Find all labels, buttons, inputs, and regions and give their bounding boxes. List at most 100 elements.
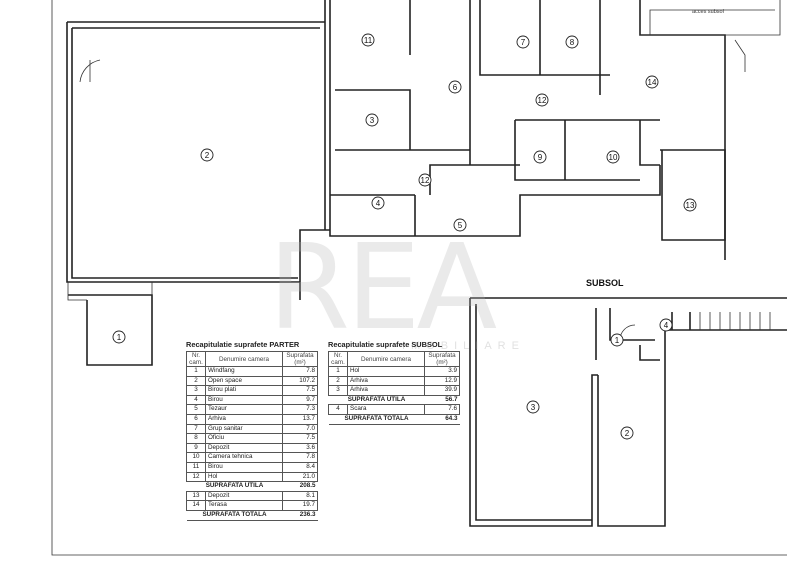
room-number-label: 3	[365, 113, 379, 127]
room-name: Scara	[347, 404, 425, 415]
room-name: Depozit	[205, 442, 283, 454]
room-circle	[565, 35, 579, 49]
subsol-totala-value: 64.3	[424, 413, 460, 425]
room-circle	[361, 33, 375, 47]
room-number: 8	[570, 38, 575, 47]
header-name: Denumire camera	[347, 351, 425, 367]
room-number: 3	[370, 116, 375, 125]
subsol-utila-value: 56.7	[424, 394, 460, 406]
ground-floor-walls	[66, 0, 781, 366]
room-number: 5	[186, 404, 206, 415]
room-name: Arhiva	[347, 375, 425, 387]
subsol-utila-label: SUPRAFATA UTILA	[328, 394, 425, 406]
parter-table-title: Recapitulatie suprafete PARTER	[186, 340, 300, 349]
room-circle	[610, 333, 624, 347]
room-name: Arhiva	[205, 413, 283, 425]
room-name: Camera tehnica	[205, 452, 283, 463]
room-number: 7	[521, 38, 526, 47]
room-number-label: 3	[526, 400, 540, 414]
room-circle	[683, 198, 697, 212]
room-number: 4	[328, 404, 348, 415]
room-number-label: 9	[533, 150, 547, 164]
parter-summary-table: Recapitulatie suprafete PARTER Nr. cam. D…	[186, 340, 318, 521]
room-number: 1	[186, 366, 206, 377]
room-area: 7.5	[282, 433, 318, 444]
acces-subsol-label: acces subsol	[692, 9, 724, 15]
room-name: Hol	[347, 366, 425, 377]
page-frame	[51, 0, 787, 556]
room-circle	[645, 75, 659, 89]
parter-utila-value: 208.5	[282, 481, 318, 492]
room-circle	[365, 113, 379, 127]
room-number: 2	[205, 151, 210, 160]
room-area: 8.1	[282, 490, 318, 502]
parter-totala-label: SUPRAFATA TOTALA	[186, 509, 283, 521]
room-number: 8	[186, 433, 206, 444]
room-number-label: 7	[516, 35, 530, 49]
room-number-label: 11	[361, 33, 375, 47]
room-number: 12	[186, 471, 206, 483]
room-circle	[606, 150, 620, 164]
room-number: 14	[648, 78, 657, 87]
room-circle	[516, 35, 530, 49]
room-area: 19.7	[282, 500, 318, 511]
room-number: 4	[664, 321, 669, 330]
room-number-label: 12	[418, 173, 432, 187]
room-number: 12	[421, 176, 430, 185]
room-number-label: 14	[645, 75, 659, 89]
room-number-label: 4	[371, 196, 385, 210]
room-number: 7	[186, 423, 206, 435]
header-nr: Nr. cam.	[328, 351, 348, 367]
room-area: 21.0	[282, 471, 318, 483]
room-circle	[535, 93, 549, 107]
room-number-label: 2	[200, 148, 214, 162]
room-number: 10	[186, 452, 206, 463]
subsol-summary-table: Recapitulatie suprafete SUBSOL Nr. cam.D…	[328, 340, 460, 425]
watermark-subtitle: IMOBILIARE	[402, 340, 525, 352]
room-number: 10	[609, 153, 618, 162]
parter-utila-label: SUPRAFATA UTILA	[186, 481, 283, 492]
room-number-label: 5	[453, 218, 467, 232]
room-number: 2	[328, 375, 348, 387]
room-number-label: 1	[112, 330, 126, 344]
room-name: Birou	[205, 461, 283, 473]
room-area: 3.9	[424, 366, 460, 377]
subsol-table-title: Recapitulatie suprafete SUBSOL	[328, 340, 443, 349]
room-name: Birou	[205, 394, 283, 406]
watermark: REA	[268, 218, 497, 356]
room-number-label: 6	[448, 80, 462, 94]
basement-walls	[469, 297, 787, 527]
room-circle	[526, 400, 540, 414]
room-number-label: 1	[610, 333, 624, 347]
room-circle	[418, 173, 432, 187]
room-number: 4	[186, 394, 206, 406]
room-number: 6	[453, 83, 458, 92]
room-area: 8.4	[282, 461, 318, 473]
room-number: 2	[186, 375, 206, 387]
basement-room-labels: 1 4 3 2	[526, 318, 673, 440]
room-circle	[371, 196, 385, 210]
room-area: 7.8	[282, 452, 318, 463]
room-number-label: 2	[620, 426, 634, 440]
room-name: Tezaur	[205, 404, 283, 415]
room-name: Terasa	[205, 500, 283, 511]
room-number: 5	[458, 221, 463, 230]
header-area: Suprafata (m²)	[282, 351, 318, 367]
room-area: 7.8	[282, 366, 318, 377]
room-number-label: 10	[606, 150, 620, 164]
header-nr: Nr. cam.	[186, 351, 206, 367]
room-circle	[453, 218, 467, 232]
